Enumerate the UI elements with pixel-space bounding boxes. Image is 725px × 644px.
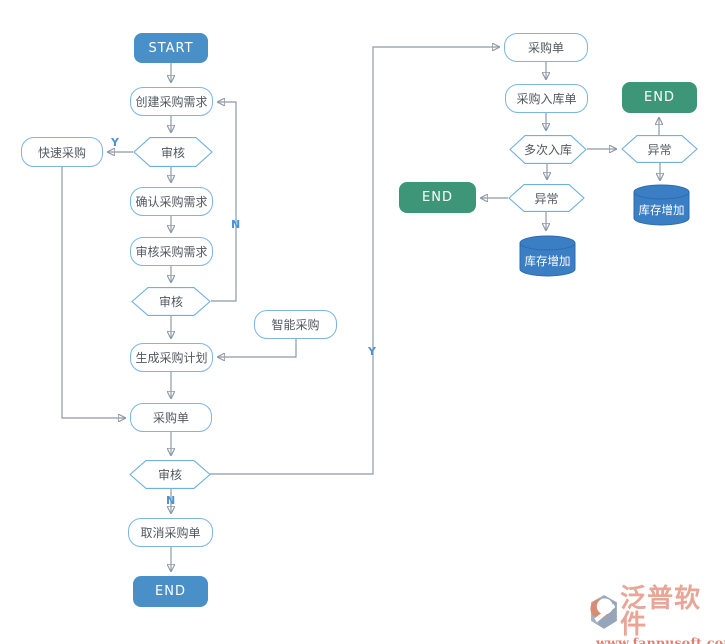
cylinder-shape xyxy=(519,235,576,277)
edge-smart-genplan xyxy=(218,339,297,357)
node-label: 审核 xyxy=(158,295,183,309)
node-purchase-order-left: 采购单 xyxy=(130,403,212,432)
node-label: 库存增加 xyxy=(638,203,685,217)
node-label: 异常 xyxy=(647,142,672,157)
node-generate-plan: 生成采购计划 xyxy=(130,343,213,372)
edge-review3-poright xyxy=(210,47,499,475)
edge-quick-po xyxy=(61,167,125,418)
node-warehouse-entry: 采购入库单 xyxy=(505,84,588,113)
node-smart-purchase: 智能采购 xyxy=(254,310,337,339)
node-abnormal-center: 异常 xyxy=(508,184,585,212)
node-abnormal-right: 异常 xyxy=(621,135,698,163)
fanpu-watermark: 泛普软件 www.fanpusoft.com xyxy=(588,586,725,644)
node-stock-increase-right: 库存增加 xyxy=(633,184,690,226)
node-end-mid-left: END xyxy=(399,182,476,213)
node-label: 审核 xyxy=(157,468,182,482)
node-label: 多次入库 xyxy=(523,143,572,157)
node-stock-increase-center: 库存增加 xyxy=(519,235,576,277)
hexagon-shape xyxy=(131,287,211,316)
edge-label-yes-fast: Y xyxy=(111,136,119,149)
logo-row: 泛普软件 xyxy=(588,586,722,638)
hexagon-shape xyxy=(129,460,211,489)
node-multiple-inbound: 多次入库 xyxy=(509,135,587,164)
node-end-top-right: END xyxy=(622,82,697,113)
node-review-2: 审核 xyxy=(131,287,211,316)
hexagon-shape xyxy=(509,135,587,164)
node-quick-purchase: 快速采购 xyxy=(21,137,103,167)
node-start: START xyxy=(134,33,208,63)
node-review-requirement: 审核采购需求 xyxy=(130,237,213,266)
edge-review2-create-loop xyxy=(211,102,237,302)
node-confirm-requirement: 确认采购需求 xyxy=(130,187,213,216)
hexagon-shape xyxy=(508,184,585,212)
node-review-3: 审核 xyxy=(129,460,211,489)
logo-site-url: www.fanpusoft.com xyxy=(596,635,725,644)
cylinder-shape xyxy=(633,184,690,226)
hexagon-shape xyxy=(133,137,213,167)
node-label: 异常 xyxy=(534,191,559,206)
node-label: 审核 xyxy=(160,145,185,160)
node-create-requirement: 创建采购需求 xyxy=(130,87,213,116)
fanpu-logo-icon xyxy=(590,595,617,629)
node-review-1: 审核 xyxy=(133,137,213,167)
edge-label-yes-approve: Y xyxy=(368,345,376,358)
node-end-left: END xyxy=(133,576,208,607)
node-cancel-order: 取消采购单 xyxy=(128,518,213,547)
logo-brand-text: 泛普软件 xyxy=(620,584,702,640)
edge-label-no-loop: N xyxy=(231,218,241,231)
node-purchase-order-right: 采购单 xyxy=(504,33,588,62)
edge-label-no-cancel: N xyxy=(166,494,176,507)
node-label: 库存增加 xyxy=(524,254,571,268)
hexagon-shape xyxy=(621,135,698,163)
